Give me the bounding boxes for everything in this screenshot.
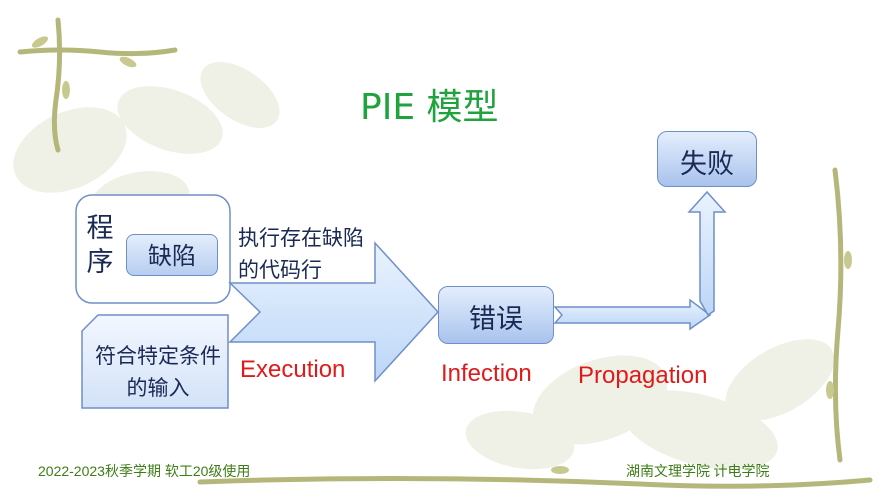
execute-defect-code-text: 执行存在缺陷的代码行 [238,226,364,282]
slide-title: PIE 模型 [360,87,499,128]
input-box [81,314,229,409]
defect-box [126,234,218,276]
vine-leaves [31,36,852,474]
vine-decoration [17,17,873,489]
propagation-arrow-path [553,298,712,331]
propagation-arrow-up [687,190,727,317]
program-label: 程序 [86,213,114,278]
execution-stage-label: Execution [240,356,346,383]
defect-label: 缺陷 [148,242,196,270]
specific-input-text: 符合特定条件的输入 [95,344,221,400]
propagation-stage-label: Propagation [578,362,708,389]
failure-label: 失败 [680,149,734,180]
failure-box [657,131,757,187]
propagation-arrow [555,303,710,306]
infection-stage-label: Infection [441,360,532,387]
error-label: 错误 [469,304,523,335]
error-box [438,286,554,344]
execution-arrow [228,241,440,383]
footer-institution: 湖南文理学院 计电学院 [626,465,770,480]
footer-course-info: 2022-2023秋季学期 软工20级使用 [38,463,251,479]
